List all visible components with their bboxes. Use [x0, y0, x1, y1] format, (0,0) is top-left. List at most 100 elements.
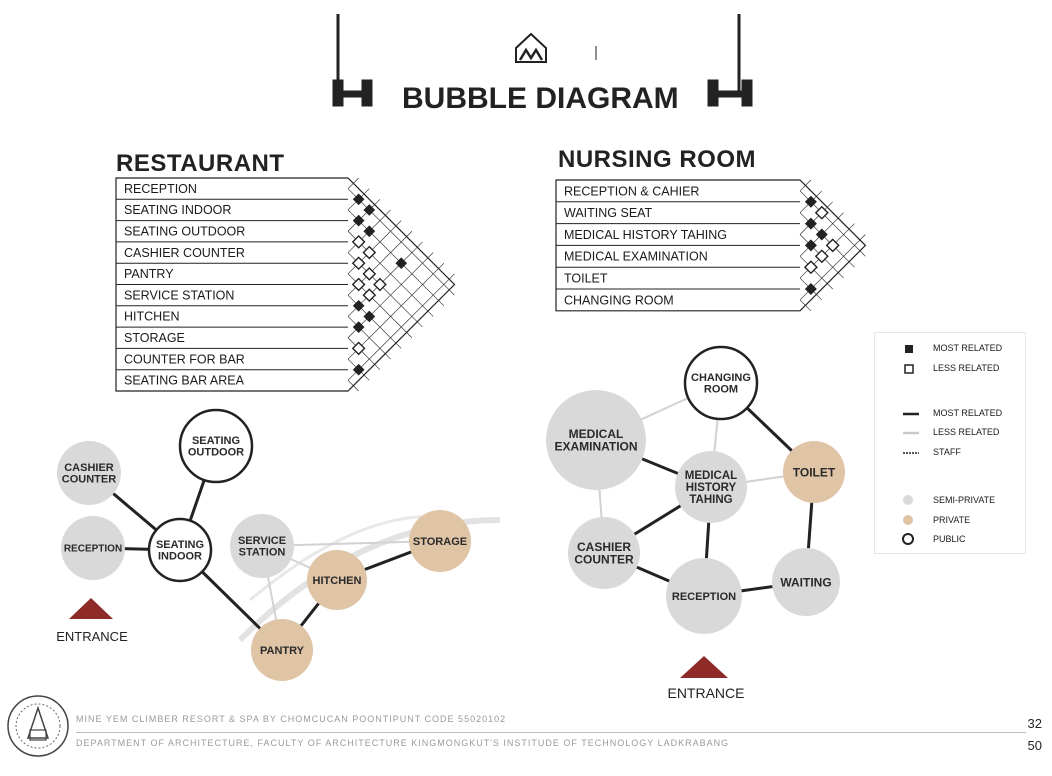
nursing-mark-most — [815, 228, 828, 241]
page-total: 50 — [1027, 738, 1042, 753]
nursing-mark-less — [814, 249, 829, 264]
legend-public: PUBLIC — [933, 534, 966, 544]
kitchen-bubble — [307, 550, 367, 610]
seating-indoor-label: INDOOR — [158, 551, 202, 563]
nursing-reception-bubble — [666, 558, 742, 634]
legend-matrix-less: LESS RELATED — [933, 363, 1000, 373]
restaurant-mark-less — [351, 277, 366, 292]
reception-label: RECEPTION — [64, 544, 122, 555]
restaurant-matrix: RECEPTION SEATING INDOOR SEATING OUTDOOR CA… — [115, 177, 456, 392]
restaurant-mark-less — [351, 341, 366, 356]
restaurant-row-8: COUNTER FOR BAR — [124, 352, 245, 366]
footer-line-1: MINE YEM CLIMBER RESORT & SPA BY CHOMCUC… — [76, 714, 507, 724]
service-station-label: STATION — [239, 547, 286, 559]
cashier-counter-label: CASHIER — [64, 462, 114, 474]
nursing-cashier-counter-label: CASHIER — [577, 540, 631, 554]
nursing-mark-less — [814, 205, 829, 220]
nursing-cashier-counter-bubble — [568, 517, 640, 589]
legend-line-most: MOST RELATED — [933, 408, 1003, 418]
toilet-bubble — [783, 441, 845, 503]
legend-private: PRIVATE — [933, 515, 971, 525]
storage-bubble — [409, 510, 471, 572]
medical-history-label: MEDICAL — [685, 470, 737, 482]
waiting-label: WAITING — [780, 575, 831, 589]
restaurant-entrance-label: ENTRANCE — [56, 629, 128, 644]
seating-outdoor-bubble — [178, 408, 254, 484]
nursing-row-1: WAITING SEAT — [564, 206, 653, 220]
changing-room-label: CHANGING — [691, 372, 751, 384]
nursing-cashier-counter-label: COUNTER — [574, 553, 634, 567]
medical-history-label: TAHING — [689, 494, 732, 506]
legend-box: MOST RELATED LESS RELATED MOST RELATED L… — [874, 332, 1026, 554]
restaurant-row-0: RECEPTION — [124, 182, 197, 196]
restaurant-mark-less — [362, 245, 377, 260]
nursing-row-0: RECEPTION & CAHIER — [564, 184, 699, 198]
seating-outdoor-label: SEATING — [192, 435, 240, 447]
nursing-row-5: CHANGING ROOM — [564, 293, 674, 307]
waiting-bubble — [772, 548, 840, 616]
nursing-entrance-label: ENTRANCE — [667, 685, 744, 701]
seating-outdoor-label: OUTDOOR — [188, 447, 244, 459]
pantry-bubble — [251, 619, 313, 681]
legend-line-staff: STAFF — [933, 447, 961, 457]
storage-label: STORAGE — [413, 536, 467, 548]
nursing-mark-most — [804, 283, 817, 295]
university-seal-icon — [7, 695, 69, 757]
nursing-row-3: MEDICAL EXAMINATION — [564, 250, 708, 264]
cashier-counter-label: COUNTER — [62, 474, 116, 486]
service-station-bubble — [230, 514, 294, 578]
nursing-entrance-icon — [680, 656, 728, 678]
medical-history-bubble — [675, 451, 747, 523]
restaurant-mark-most — [352, 299, 365, 312]
pantry-label: PANTRY — [260, 645, 305, 657]
medical-history-label: HISTORY — [686, 482, 737, 494]
changing-room-bubble — [683, 345, 759, 421]
cashier-counter-bubble — [57, 441, 121, 505]
service-station-label: SERVICE — [238, 535, 286, 547]
restaurant-mark-most — [352, 193, 365, 206]
footer-divider — [76, 732, 1026, 733]
nursing-reception-label: RECEPTION — [672, 591, 736, 603]
restaurant-row-6: HITCHEN — [124, 310, 180, 324]
footer-line-2: DEPARTMENT OF ARCHITECTURE, FACULTY OF A… — [76, 738, 730, 748]
restaurant-row-3: CASHIER COUNTER — [124, 246, 245, 260]
restaurant-row-1: SEATING INDOOR — [124, 203, 231, 217]
nursing-room-title: NURSING ROOM — [558, 146, 756, 173]
restaurant-entrance-icon — [69, 598, 113, 619]
kitchen-label: HITCHEN — [313, 575, 362, 587]
restaurant-mark-most — [395, 257, 408, 270]
legend-matrix-most: MOST RELATED — [933, 343, 1003, 353]
restaurant-row-5: SERVICE STATION — [124, 288, 234, 302]
restaurant-mark-most — [352, 321, 365, 333]
page-title: BUBBLE DIAGRAM — [402, 82, 679, 115]
header-decoration — [332, 14, 753, 107]
medical-examination-bubble — [546, 390, 646, 490]
nursing-mark-less — [803, 260, 818, 275]
restaurant-mark-less — [351, 256, 366, 271]
medical-examination-label: MEDICAL — [569, 427, 624, 441]
restaurant-row-7: STORAGE — [124, 331, 185, 345]
resort-logo-icon — [515, 32, 547, 63]
nursing-mark-most — [804, 239, 817, 252]
restaurant-title: RESTAURANT — [116, 150, 285, 177]
medical-examination-label: EXAMINATION — [554, 440, 637, 454]
restaurant-mark-most — [352, 214, 365, 227]
seating-indoor-bubble — [147, 517, 213, 583]
restaurant-mark-less — [362, 288, 377, 302]
page-number: 32 — [1027, 716, 1042, 731]
restaurant-row-2: SEATING OUTDOOR — [124, 225, 245, 239]
legend-semi-private: SEMI-PRIVATE — [933, 495, 996, 505]
restaurant-mark-most — [363, 310, 376, 323]
restaurant-mark-most — [352, 363, 365, 376]
nursing-mark-less — [825, 238, 840, 253]
restaurant-row-9: SEATING BAR AREA — [124, 374, 245, 388]
restaurant-mark-less — [373, 277, 387, 292]
nursing-mark-most — [804, 217, 817, 230]
nursing-row-4: TOILET — [564, 271, 608, 285]
seating-indoor-label: SEATING — [156, 539, 204, 551]
reception-bubble — [61, 516, 125, 580]
restaurant-mark-most — [363, 204, 376, 216]
legend-line-less: LESS RELATED — [933, 427, 1000, 437]
